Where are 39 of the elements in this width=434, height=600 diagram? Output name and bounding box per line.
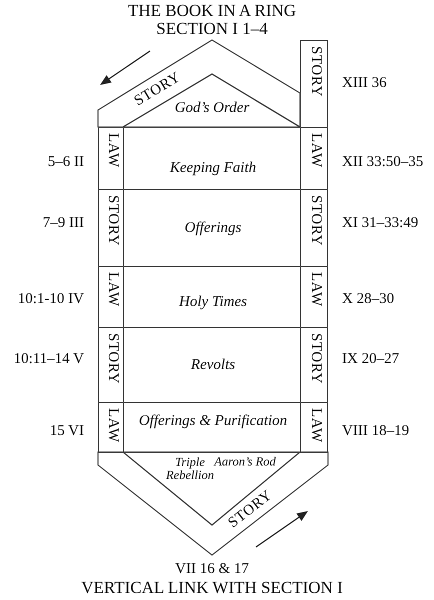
section-title: Holy Times xyxy=(179,295,247,311)
chapter-reference: 10:1-10 IV xyxy=(18,292,84,308)
section-title: Offerings & Purification xyxy=(138,414,288,430)
chapter-reference: 7–9 III xyxy=(42,216,84,232)
chapter-reference: XII 33:50–35 xyxy=(342,155,424,171)
roof-band xyxy=(98,40,300,127)
section-title: Revolts xyxy=(190,358,236,374)
band-label: LAW xyxy=(307,408,323,443)
section-heading: SECTION I 1–4 xyxy=(156,20,268,38)
band-label: STORY xyxy=(104,333,120,384)
bottom-band xyxy=(98,452,328,555)
note-text: VERTICAL LINK WITH SECTION I xyxy=(81,579,343,597)
side-band-cell xyxy=(300,402,328,453)
section-title: Offerings xyxy=(184,221,242,237)
chapter-reference: 5–6 II xyxy=(48,155,84,171)
band-label: LAW xyxy=(307,133,323,168)
chapter-reference: IX 20–27 xyxy=(342,352,400,368)
band-label: STORY xyxy=(307,333,323,384)
diagram-title: THE BOOK IN A RING xyxy=(128,2,296,20)
side-band-cell xyxy=(98,402,124,453)
side-band-cell xyxy=(300,127,328,190)
band-label: STORY xyxy=(307,195,323,246)
side-band-cell xyxy=(98,127,124,190)
chapter-reference: XI 31–33:49 xyxy=(342,216,418,232)
chapter-reference: VII 16 & 17 xyxy=(175,562,249,578)
band-label: LAW xyxy=(307,272,323,307)
chapter-reference: VIII 18–19 xyxy=(342,424,410,440)
chapter-reference: 15 VI xyxy=(50,424,84,440)
section-title: Keeping Faith xyxy=(170,161,256,177)
band-label: LAW xyxy=(104,408,120,443)
band-label: STORY xyxy=(104,195,120,246)
band-label: LAW xyxy=(104,272,120,307)
section-title: Aaron’s Rod xyxy=(214,455,276,469)
chapter-reference: X 28–30 xyxy=(342,292,394,308)
chapter-reference: XIII 36 xyxy=(342,76,387,92)
band-label: STORY xyxy=(307,46,323,98)
band-label: LAW xyxy=(104,133,120,168)
chapter-reference: 10:11–14 V xyxy=(14,352,84,368)
side-band-cell xyxy=(300,40,328,128)
